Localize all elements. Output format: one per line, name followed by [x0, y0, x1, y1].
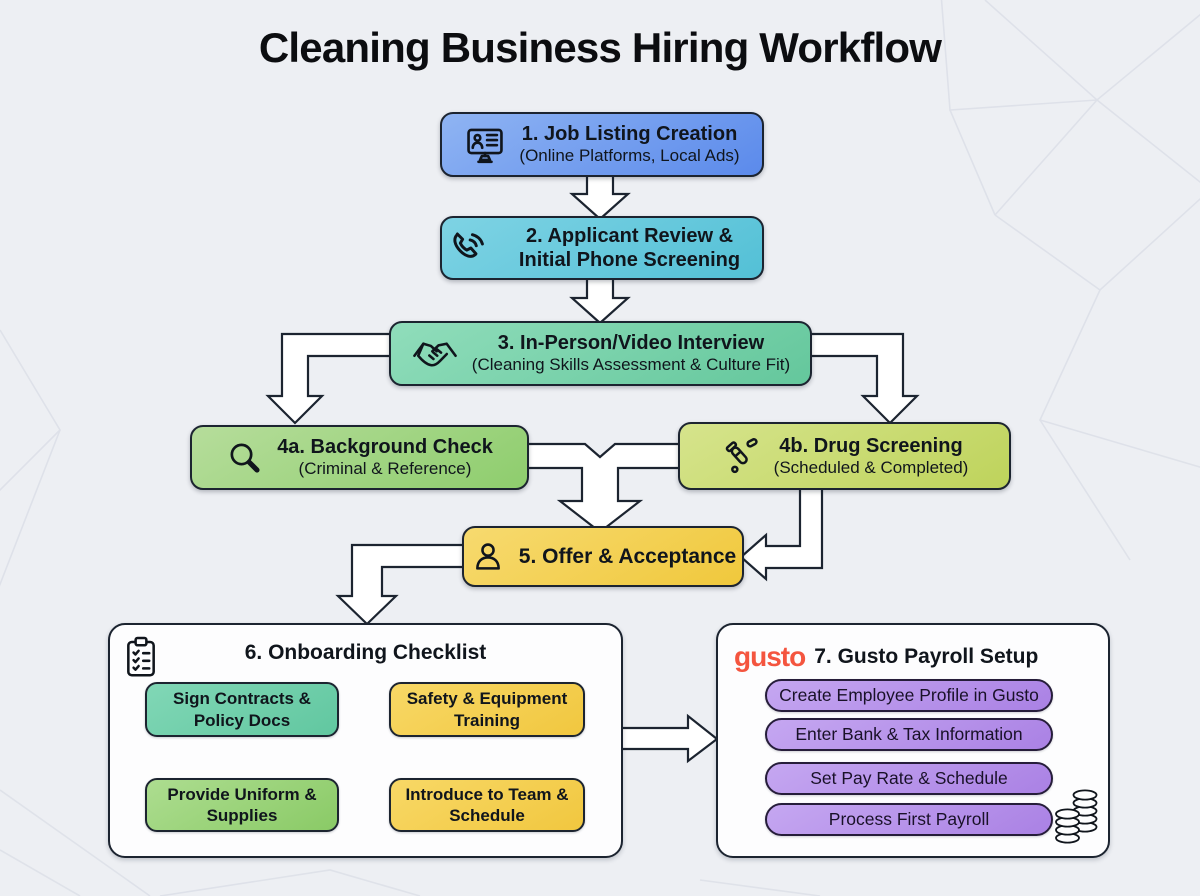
arrow-4a-4b-to-step5	[503, 442, 692, 534]
monitor-profile-icon	[464, 124, 506, 166]
node-title: 4a. Background Check	[277, 436, 493, 459]
onboarding-title: 6. Onboarding Checklist	[244, 641, 487, 664]
payroll-step-bank-tax: Enter Bank & Tax Information	[765, 718, 1053, 751]
payroll-header: gusto 7. Gusto Payroll Setup	[734, 643, 1038, 671]
node-title: 4b. Drug Screening	[779, 434, 963, 457]
payroll-title: 7. Gusto Payroll Setup	[814, 645, 1039, 668]
phone-icon	[446, 227, 488, 269]
node-interview: 3. In-Person/Video Interview (Cleaning S…	[389, 321, 812, 386]
arrow-step1-to-step2	[569, 169, 631, 221]
arrow-step4b-to-step5	[739, 480, 824, 582]
payroll-step-create-profile: Create Employee Profile in Gusto	[765, 679, 1053, 712]
payroll-step-first-payroll: Process First Payroll	[765, 803, 1053, 836]
node-job-listing-creation: 1. Job Listing Creation (Online Platform…	[440, 112, 764, 177]
node-subtitle: (Scheduled & Completed)	[773, 457, 969, 477]
node-subtitle: (Criminal & Reference)	[298, 459, 472, 479]
node-offer-acceptance: 5. Offer & Acceptance	[462, 526, 744, 587]
gusto-logo: gusto	[734, 641, 806, 672]
node-background-check: 4a. Background Check (Criminal & Referen…	[190, 425, 529, 490]
handshake-icon	[411, 335, 459, 373]
arrow-box6-to-box7	[614, 713, 719, 764]
node-applicant-review: 2. Applicant Review & Initial Phone Scre…	[440, 216, 764, 280]
gusto-payroll-panel: gusto 7. Gusto Payroll Setup Create Empl…	[716, 623, 1110, 858]
task-sign-contracts: Sign Contracts & Policy Docs	[145, 682, 339, 737]
node-title: 2. Applicant Review & Initial Phone Scre…	[518, 225, 741, 271]
arrow-step5-to-box6	[335, 543, 472, 626]
page-title: Cleaning Business Hiring Workflow	[258, 24, 942, 71]
arrow-step2-to-step3	[569, 276, 631, 325]
task-provide-uniform: Provide Uniform & Supplies	[145, 778, 339, 832]
coins-icon	[1054, 787, 1100, 850]
payroll-step-pay-rate: Set Pay Rate & Schedule	[765, 762, 1053, 795]
drug-test-icon	[721, 436, 761, 476]
magnifier-icon	[226, 439, 264, 477]
task-introduce-team: Introduce to Team & Schedule	[389, 778, 585, 832]
arrow-step3-to-step4b	[800, 332, 920, 425]
clipboard-checklist-icon	[122, 634, 160, 685]
node-subtitle: (Cleaning Skills Assessment & Culture Fi…	[471, 355, 791, 375]
task-safety-training: Safety & Equipment Training	[389, 682, 585, 737]
node-subtitle: (Online Platforms, Local Ads)	[519, 146, 740, 166]
node-drug-screening: 4b. Drug Screening (Scheduled & Complete…	[678, 422, 1011, 490]
node-title: 1. Job Listing Creation	[521, 123, 738, 146]
node-title: 5. Offer & Acceptance	[518, 544, 737, 568]
arrow-step3-to-step4a	[265, 332, 397, 425]
person-icon	[470, 539, 506, 575]
onboarding-checklist-panel: 6. Onboarding Checklist Sign Contracts &…	[108, 623, 623, 858]
node-title: 3. In-Person/Video Interview	[497, 332, 765, 355]
